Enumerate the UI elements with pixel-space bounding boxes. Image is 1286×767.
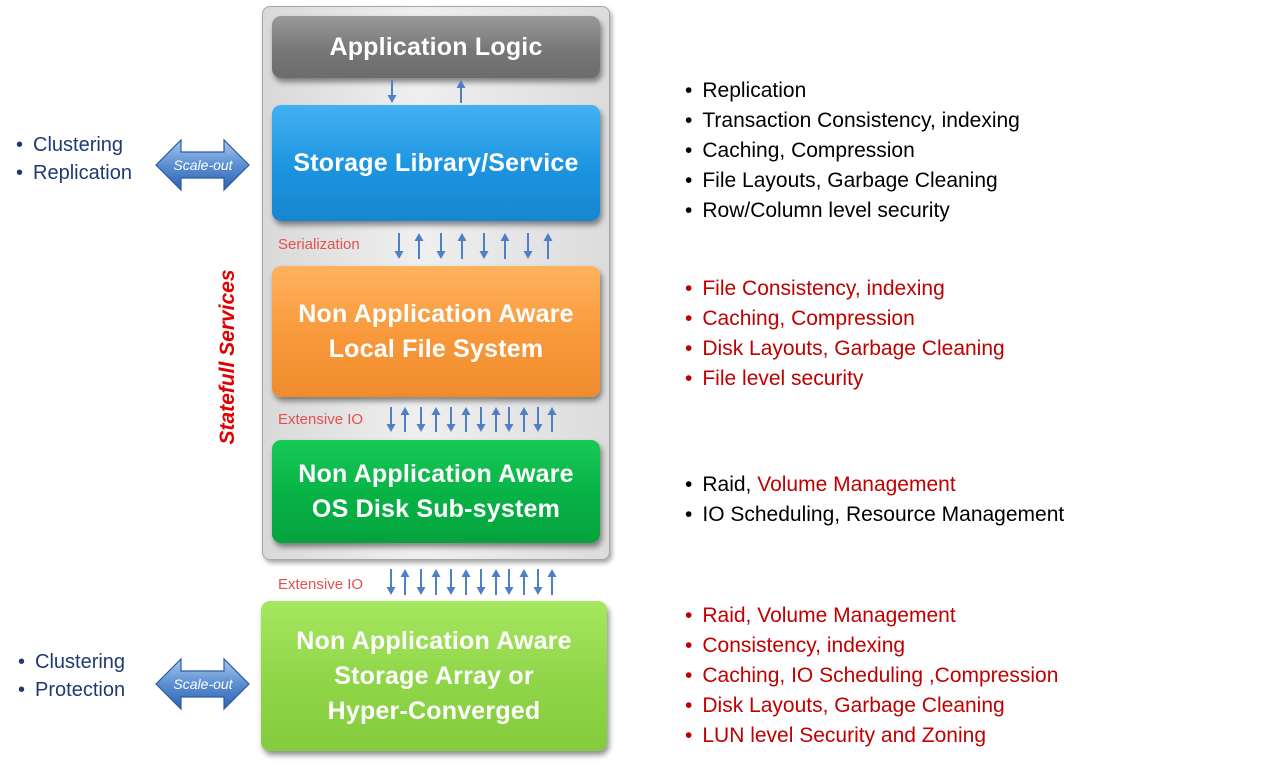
arrow-up-head — [400, 569, 410, 577]
os-disk-line1: Non Application Aware — [298, 459, 574, 488]
statefull-services-text: Statefull Services — [216, 269, 239, 445]
arrow-up-head — [400, 407, 410, 415]
arrow-down-head — [533, 424, 543, 432]
os-disk-features: Raid, Volume Management IO Scheduling, R… — [685, 470, 1064, 530]
arrow-up-head — [491, 569, 501, 577]
arrow-down-head — [416, 587, 426, 595]
local-file-system-block: Non Application Aware Local File System — [272, 266, 600, 397]
list-item: Disk Layouts, Garbage Cleaning — [685, 691, 1058, 721]
arrow-down-head — [504, 424, 514, 432]
arrow-down-head — [386, 424, 396, 432]
scale-out-bottom-label: Scale-out — [173, 676, 233, 692]
arrow-up-head — [500, 233, 510, 241]
list-item: Consistency, indexing — [685, 631, 1058, 661]
arrow-down-head — [504, 587, 514, 595]
list-item: Caching, IO Scheduling ,Compression — [685, 661, 1058, 691]
arrow-down-head — [479, 251, 489, 259]
scale-out-top-list: Clustering Replication — [16, 131, 132, 187]
arrow-down-head — [386, 587, 396, 595]
storage-library-label: Storage Library/Service — [293, 148, 579, 177]
list-item: Clustering — [18, 648, 125, 676]
arrow-down-head — [446, 424, 456, 432]
list-item: Replication — [16, 159, 132, 187]
arrow-up-head — [547, 407, 557, 415]
storage-array-features: Raid, Volume Management Consistency, ind… — [685, 601, 1058, 751]
os-disk-line2: OS Disk Sub-system — [311, 494, 561, 523]
extensive-io-upper-arrows — [386, 407, 557, 432]
arrow-up-head — [519, 569, 529, 577]
storage-library-features: Replication Transaction Consistency, ind… — [685, 76, 1020, 226]
list-item: File Consistency, indexing — [685, 274, 1005, 304]
arrow-up-head — [547, 569, 557, 577]
extensive-io-upper-label: Extensive IO — [278, 411, 364, 428]
list-item: Row/Column level security — [685, 196, 1020, 226]
arrow-up-head — [461, 569, 471, 577]
list-item: File Layouts, Garbage Cleaning — [685, 166, 1020, 196]
application-logic-label: Application Logic — [329, 32, 543, 61]
scale-out-arrow-top: Scale-out — [155, 138, 250, 192]
storage-array-block: Non Application Aware Storage Array or H… — [261, 601, 607, 751]
arrow-down-head — [416, 424, 426, 432]
arrow-down-head — [394, 251, 404, 259]
list-item: Replication — [685, 76, 1020, 106]
local-fs-line1: Non Application Aware — [298, 299, 574, 328]
arrow-down-head — [523, 251, 533, 259]
storage-array-line3: Hyper-Converged — [327, 696, 541, 725]
application-logic-block: Application Logic — [272, 16, 600, 78]
arrow-up-head — [457, 233, 467, 241]
arrow-down-head — [476, 424, 486, 432]
list-item: Raid, Volume Management — [685, 601, 1058, 631]
arrow-up-head — [431, 569, 441, 577]
raid-prefix: Raid, — [702, 473, 758, 496]
local-fs-features: File Consistency, indexing Caching, Comp… — [685, 274, 1005, 394]
arrow-up-head — [461, 407, 471, 415]
storage-array-line2: Storage Array or — [334, 661, 534, 690]
list-item: Clustering — [16, 131, 132, 159]
scale-out-bottom-list: Clustering Protection — [18, 648, 125, 704]
list-item: IO Scheduling, Resource Management — [685, 500, 1064, 530]
arrow-down-head — [387, 95, 397, 103]
arrow-down-head — [533, 587, 543, 595]
arrow-up-head — [431, 407, 441, 415]
arrow-down-head — [476, 587, 486, 595]
list-item: Disk Layouts, Garbage Cleaning — [685, 334, 1004, 364]
list-item: File level security — [685, 364, 1005, 394]
list-item: Caching, Compression — [685, 136, 1020, 166]
app-storage-arrows — [387, 80, 466, 103]
arrow-up-head — [456, 80, 466, 88]
local-fs-line2: Local File System — [328, 334, 544, 363]
arrow-up-head — [491, 407, 501, 415]
list-item: Protection — [18, 676, 125, 704]
arrow-down-head — [446, 587, 456, 595]
list-item: Caching, Compression — [685, 304, 1005, 334]
arrow-up-head — [414, 233, 424, 241]
extensive-io-lower-arrows — [386, 569, 557, 595]
arrow-up-head — [519, 407, 529, 415]
list-item: Raid, Volume Management — [685, 470, 1064, 500]
serialization-arrows — [394, 233, 553, 259]
scale-out-top-label: Scale-out — [173, 157, 233, 173]
storage-library-block: Storage Library/Service — [272, 105, 600, 221]
volume-management-highlight: Volume Management — [757, 473, 956, 496]
list-item: Transaction Consistency, indexing — [685, 106, 1020, 136]
arrow-up-head — [543, 233, 553, 241]
storage-array-line1: Non Application Aware — [296, 626, 572, 655]
scale-out-arrow-bottom: Scale-out — [155, 657, 250, 711]
arrow-down-head — [436, 251, 446, 259]
list-item: LUN level Security and Zoning — [685, 721, 1058, 751]
serialization-label: Serialization — [278, 236, 360, 253]
extensive-io-lower-label: Extensive IO — [278, 576, 364, 593]
os-disk-subsystem-block: Non Application Aware OS Disk Sub-system — [272, 440, 600, 543]
